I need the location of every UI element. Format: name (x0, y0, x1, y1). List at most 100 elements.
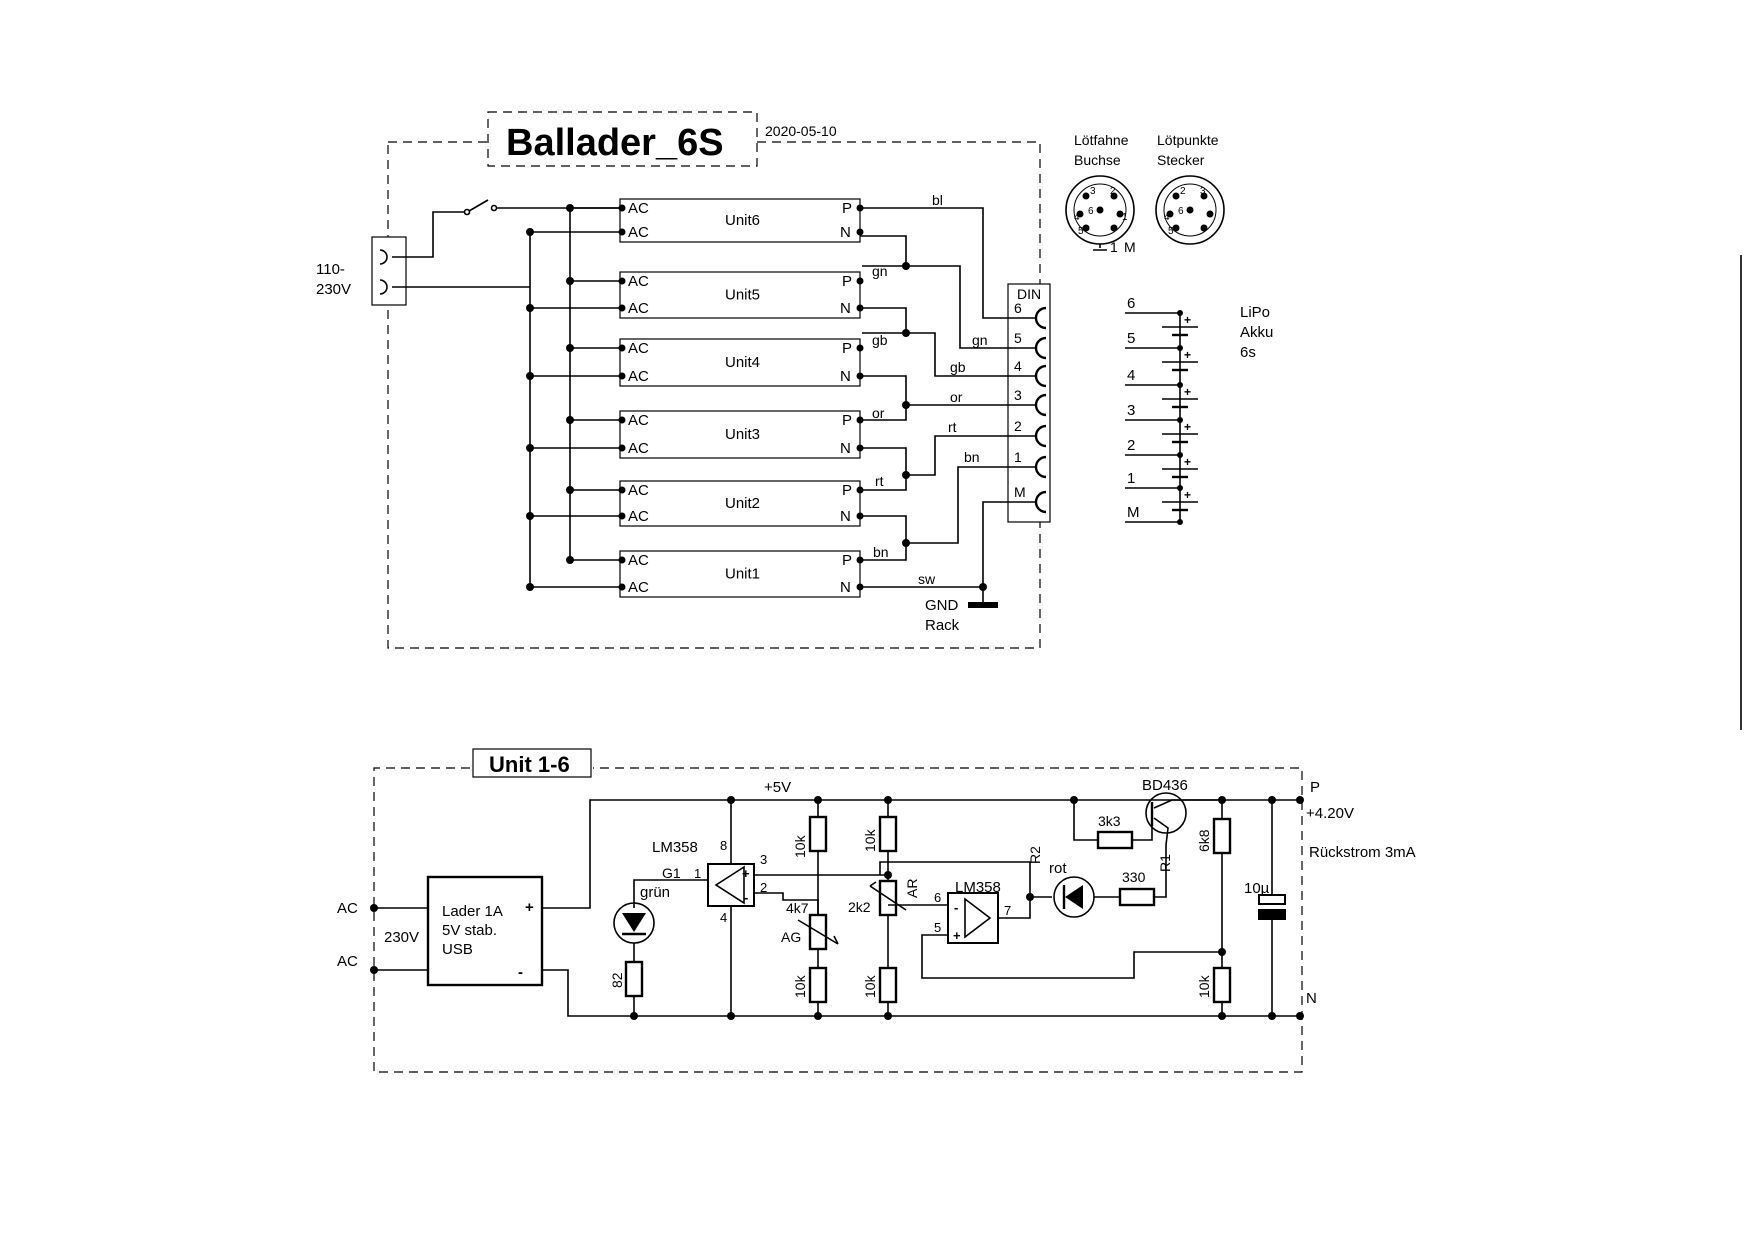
unit-name: Unit3 (725, 426, 760, 443)
unit-frame (619, 480, 861, 527)
opamp1-label: LM358 (652, 839, 698, 856)
unit-pin-p: P (842, 273, 852, 290)
ballader-overview: Ballader_6S 2020-05-10 110- 230V ACACPNU… (316, 111, 1273, 649)
diagram-date: 2020-05-10 (765, 123, 837, 139)
led-red-anode (1065, 885, 1083, 909)
r10k-out-label: 10k (1196, 974, 1212, 998)
connector-pin-number: 3 (1200, 186, 1206, 197)
connector-pin-number: 6 (1088, 206, 1094, 217)
opamp1-pin4: 4 (720, 910, 727, 925)
g1-label: G1 (662, 865, 681, 881)
led-red-label: rot (1049, 860, 1067, 877)
r10k-ag-upper (808, 815, 828, 853)
unit-pin-n: N (840, 579, 851, 596)
connector-pin-number: 6 (1178, 206, 1184, 217)
battery-tap-label: 1 (1127, 470, 1135, 487)
transistor-bd436 (1145, 792, 1187, 834)
lipo-battery: 6+5+4+3+2+1+M (1125, 295, 1198, 525)
wire-label-gb-b: gb (950, 359, 966, 375)
wire-rt (906, 435, 1037, 476)
shield-lug (1093, 244, 1107, 251)
unit-pin-p: P (842, 200, 852, 217)
charger-label-2: 5V stab. (442, 922, 497, 939)
wire-label-rt-b: rt (948, 419, 957, 435)
connector-pin-number: 2 (1180, 186, 1186, 197)
battery-tap-label: 5 (1127, 330, 1135, 347)
ac-in-1-label: AC (337, 900, 358, 917)
unit-pin-p: P (842, 482, 852, 499)
led-green-anode (622, 913, 646, 932)
battery-cell-plus-sign: + (1184, 385, 1191, 399)
transistor-label: BD436 (1142, 777, 1188, 794)
opamp2-symbol (964, 897, 992, 939)
connector-plug-label-2: Stecker (1157, 152, 1205, 168)
wire-gn (906, 265, 1037, 349)
opamp2-pin7: 7 (1004, 903, 1011, 918)
din-pin-label: 5 (1014, 330, 1022, 346)
led-green-label: grün (640, 884, 670, 901)
connector-pin-number: 5 (1078, 226, 1084, 237)
r10k-ar-upper (878, 815, 898, 853)
battery-cell-plus-sign: + (1184, 348, 1191, 362)
connector-pin-number: 1 (1122, 212, 1128, 223)
connector-pin-number: 4 (1164, 212, 1170, 223)
capacitor-10u-plate-a (1258, 894, 1286, 905)
battery-label-3: 6s (1240, 344, 1256, 361)
opamp2-pin6: 6 (934, 890, 941, 905)
enclosure-top (387, 141, 1041, 649)
opamp1-pin3: 3 (760, 852, 767, 867)
battery-label-2: Akku (1240, 324, 1273, 341)
r10k-ar-upper-label: 10k (862, 828, 878, 852)
battery-cell-plus-sign: + (1184, 313, 1191, 327)
r3k3-wire (1132, 826, 1153, 841)
unit-name: Unit2 (725, 495, 760, 512)
opamp2-label: LM358 (955, 879, 1001, 896)
connector-pin (1186, 206, 1194, 214)
ag-label: AG (781, 929, 801, 945)
din-pin-label: 1 (1014, 449, 1022, 465)
connector-pin (1172, 192, 1180, 200)
r1-label: R1 (1157, 854, 1173, 872)
connector-pin-number: 2 (1110, 186, 1116, 197)
battery-label-1: LiPo (1240, 304, 1270, 321)
opamp2-pin5: 5 (934, 920, 941, 935)
unit-name: Unit1 (725, 566, 760, 583)
r2k2-trim-arrow (869, 881, 907, 911)
unit-pin-ac1: AC (628, 552, 649, 569)
r330 (1118, 887, 1156, 907)
gnd-label: GND (925, 597, 959, 614)
mains-switch (468, 199, 489, 212)
transistor-collector (1153, 817, 1169, 846)
opamp2-minus: - (954, 900, 958, 915)
wire-gb (906, 332, 1037, 377)
connector-pin (1110, 192, 1118, 200)
unit-pin-p: P (842, 412, 852, 429)
unit-pin-ac2: AC (628, 300, 649, 317)
unit-pin-p: P (842, 552, 852, 569)
wire-unit5n-unit4p (860, 307, 907, 334)
charger-plus: + (525, 899, 534, 916)
connector-pin (1076, 210, 1084, 218)
wire-unit6n-unit5p (860, 235, 907, 267)
mains-wire-l (392, 211, 465, 258)
connector-pin (1166, 210, 1174, 218)
unit-pin-n: N (840, 508, 851, 525)
r2-label: R2 (1027, 846, 1043, 864)
unit-pin-ac2: AC (628, 368, 649, 385)
unit-pin-ac2: AC (628, 224, 649, 241)
unit-pin-n: N (840, 300, 851, 317)
switch-contact-b (490, 204, 498, 212)
connector-pin-number: 5 (1168, 226, 1174, 237)
opamp2-in-plus (921, 934, 1222, 979)
unit-frame (619, 550, 861, 598)
r10k-ag-lower-label: 10k (792, 974, 808, 998)
wire-label-rt-a: rt (875, 473, 884, 489)
connector-outline (1155, 175, 1225, 245)
opamp1-minus: - (744, 890, 748, 905)
